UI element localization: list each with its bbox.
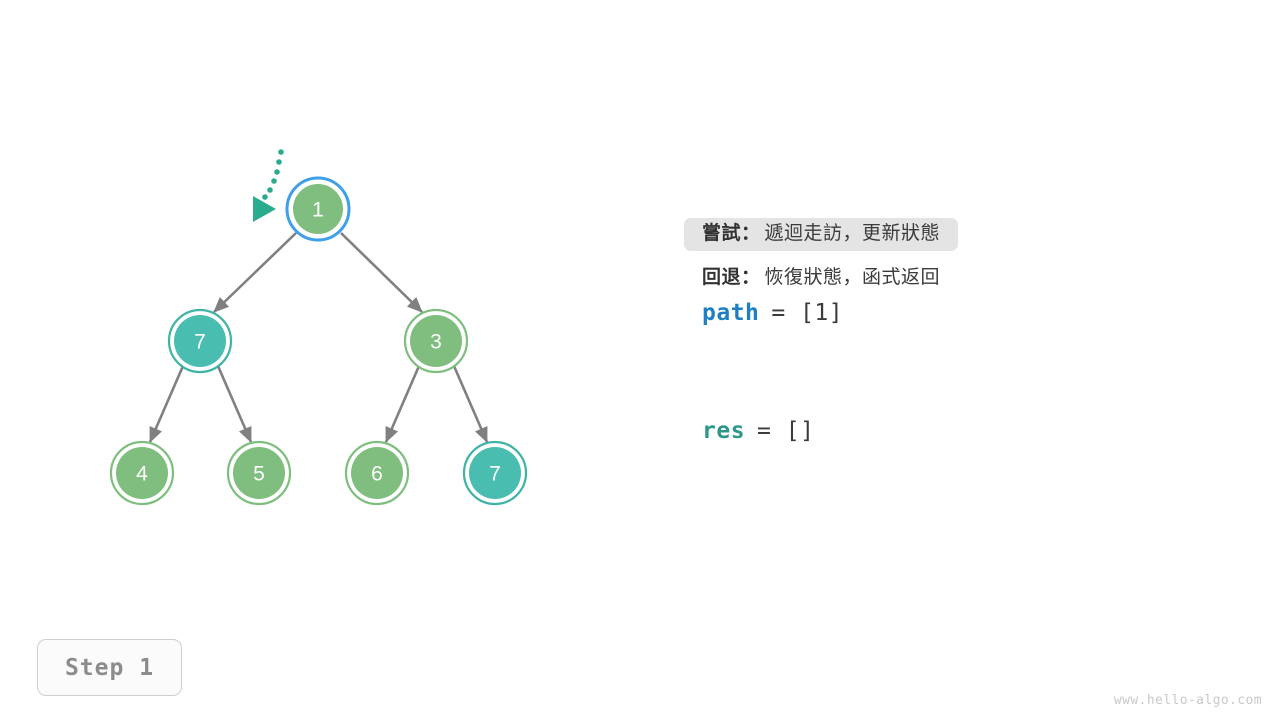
node-7l-label: 7 — [194, 331, 206, 354]
edge-3-to-6 — [384, 365, 421, 443]
variable-spacer — [684, 354, 1244, 418]
node-7l-fill — [174, 315, 226, 367]
note-backtrack-key: 回退： — [702, 265, 761, 288]
node-5-label: 5 — [253, 463, 265, 486]
edge-7-to-4 — [148, 365, 185, 443]
node-6-fill — [351, 447, 403, 499]
node-4-fill — [116, 447, 168, 499]
tree-node-1[interactable]: 1 — [285, 176, 351, 242]
tree-node-5[interactable]: 5 — [226, 440, 292, 506]
node-4-ring — [109, 440, 175, 506]
node-1-fill — [293, 184, 343, 234]
node-3-ring — [403, 308, 469, 374]
note-try-key: 嘗試： — [702, 221, 761, 244]
node-1-label: 1 — [312, 199, 324, 222]
note-backtrack-box: 回退： 恢復狀態，函式返回 — [684, 262, 958, 295]
node-7r-ring — [462, 440, 528, 506]
node-3-fill — [410, 315, 462, 367]
traversal-pointer-arrow-icon — [253, 149, 284, 222]
node-7l-ring — [167, 308, 233, 374]
variable-value-path: = [1] — [771, 300, 844, 326]
note-backtrack-value: 恢復狀態，函式返回 — [764, 265, 941, 288]
edge-7-to-5 — [216, 365, 253, 443]
node-7r-fill — [469, 447, 521, 499]
tree-node-3[interactable]: 3 — [403, 308, 469, 374]
variable-row-res: res = [] — [684, 418, 1244, 472]
note-row-backtrack: 回退： 恢復狀態，函式返回 — [684, 256, 1244, 300]
tree-svg-canvas: 1 7 3 4 5 6 7 — [109, 149, 528, 506]
watermark: www.hello-algo.com — [1113, 693, 1262, 708]
edge-1-to-3 — [340, 232, 423, 313]
node-3-label: 3 — [430, 331, 442, 354]
tree-node-4[interactable]: 4 — [109, 440, 175, 506]
variable-name-res: res — [702, 418, 746, 444]
node-5-fill — [233, 447, 285, 499]
edge-3-to-7r — [452, 365, 489, 443]
note-row-try: 嘗試： 遞迴走訪，更新狀態 — [684, 212, 1244, 256]
note-try-box: 嘗試： 遞迴走訪，更新狀態 — [684, 217, 959, 251]
node-5-ring — [226, 440, 292, 506]
binary-tree-diagram: 1 7 3 4 5 6 7 — [109, 149, 528, 506]
node-1-ring — [285, 176, 351, 242]
tree-node-7-left[interactable]: 7 — [167, 308, 233, 374]
tree-edges — [148, 232, 489, 443]
step-badge: Step 1 — [37, 639, 182, 696]
node-7r-label: 7 — [489, 463, 501, 486]
info-panel: 嘗試： 遞迴走訪，更新狀態 回退： 恢復狀態，函式返回 path = [1] r… — [684, 212, 1244, 472]
variable-value-res: = [] — [757, 418, 815, 444]
node-6-ring — [344, 440, 410, 506]
node-4-label: 4 — [136, 463, 148, 486]
variable-row-path: path = [1] — [684, 300, 1244, 354]
tree-node-6[interactable]: 6 — [344, 440, 410, 506]
tree-node-7-right[interactable]: 7 — [462, 440, 528, 506]
step-badge-label: Step 1 — [64, 654, 155, 681]
edge-1-to-7 — [213, 232, 297, 313]
variable-name-path: path — [702, 300, 760, 326]
node-6-label: 6 — [371, 463, 383, 486]
note-try-value: 遞迴走訪，更新狀態 — [764, 221, 941, 244]
